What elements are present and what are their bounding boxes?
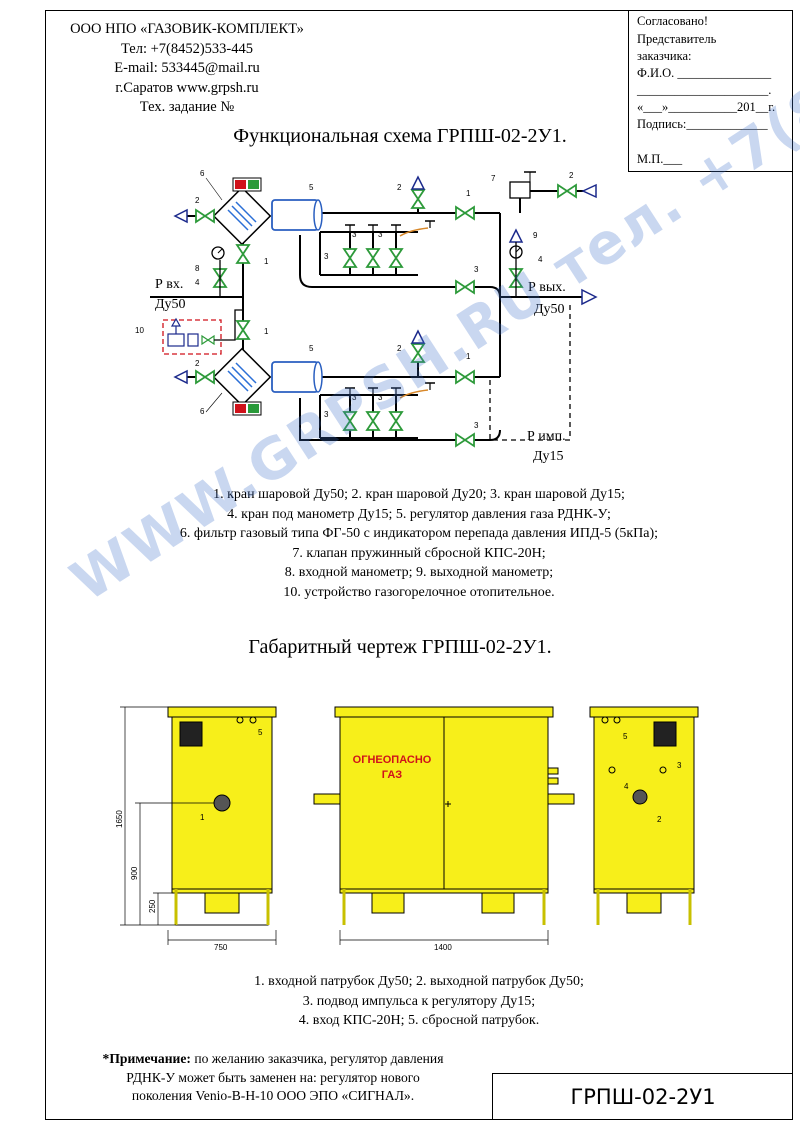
svg-text:10: 10 [135,326,144,335]
approval-mp: М.П.___ [637,152,683,166]
svg-text:3: 3 [677,761,682,770]
legend-line: 10. устройство газогорелочное отопительн… [283,584,555,600]
svg-text:2: 2 [569,171,574,180]
svg-text:3: 3 [324,410,329,419]
svg-text:3: 3 [474,421,479,430]
svg-text:3: 3 [352,230,357,239]
svg-text:3: 3 [352,393,357,402]
svg-text:6: 6 [200,169,205,178]
warning-line2: ГАЗ [382,769,402,781]
drawing-title: Габаритный чертеж ГРПШ-02-2У1. [248,636,552,658]
legend-line: 3. подвод импульса к регулятору Ду15; [302,993,536,1009]
svg-text:1: 1 [264,257,269,266]
svg-text:1: 1 [466,352,471,361]
svg-text:1: 1 [466,189,471,198]
svg-text:9: 9 [533,231,538,240]
p-imp-label: Р имп. [527,429,566,444]
svg-text:5: 5 [309,344,314,353]
regulator-top [271,199,323,231]
dim-1400: 1400 [434,943,452,952]
regulator-bottom [271,361,323,393]
svg-text:5: 5 [258,728,263,737]
legend-line: 4. вход КПС-20Н; 5. сбросной патрубок. [298,1013,540,1029]
cabinet-side-right [589,706,699,925]
note-line3: поколения Venio-В-Н-10 ООО ЭПО «СИГНАЛ». [131,1088,415,1103]
company-block: ООО НПО «ГАЗОВИК-КОМПЛЕКТ» Тел: +7(8452)… [52,20,322,118]
legend-line: 7. клапан пружинный сбросной КПС-20Н; [292,545,546,561]
note-line2: РДНК-У может быть заменен на: регулятор … [126,1069,420,1085]
svg-text:1: 1 [200,813,205,822]
legend-line: 6. фильтр газовый типа ФГ-50 с индикатор… [179,526,659,542]
approval-sign: Подпись:_____________ [637,117,768,131]
dim-250: 250 [148,899,157,913]
svg-text:3: 3 [474,265,479,274]
tech-task: Тех. задание № [139,99,235,115]
title-stamp: ГРПШ-02-2У1 [492,1073,793,1120]
scheme-callouts: 6 6 2 2 5 5 1 1 1 1 2 2 2 7 9 4 8 4 10 3… [135,169,574,430]
du50-in-label: Ду50 [155,297,186,312]
svg-text:2: 2 [397,183,402,192]
svg-text:2: 2 [397,344,402,353]
p-in-label: Р вх. [155,277,183,292]
svg-text:8: 8 [195,264,200,273]
legend-line: 8. входной манометр; 9. выходной маномет… [284,565,554,581]
dim-750: 750 [214,943,228,952]
dim-1650: 1650 [115,810,124,828]
svg-text:3: 3 [324,252,329,261]
svg-text:7: 7 [491,174,496,183]
svg-text:5: 5 [623,732,628,741]
note-block: *Примечание: по желанию заказчика, регул… [58,1050,488,1106]
svg-text:4: 4 [624,782,629,791]
svg-text:4: 4 [538,255,543,264]
drawing-sheet [45,10,793,1120]
company-email: E-mail: 533445@mail.ru [114,60,260,76]
drawing-callouts: 5 1 5 4 3 2 [200,728,682,824]
cabinet-side-left [167,706,277,926]
legend-line: 4. кран под манометр Ду15; 5. регулятор … [227,506,611,522]
warning-line1: ОГНЕОПАСНО [353,754,432,766]
legend-line: 1. входной патрубок Ду50; 2. выходной па… [254,974,584,989]
company-site: г.Саратов www.grpsh.ru [115,79,259,96]
note-line1: по желанию заказчика, регулятор давления [190,1051,444,1066]
du15-label: Ду15 [533,449,564,464]
company-name: ООО НПО «ГАЗОВИК-КОМПЛЕКТ» [70,21,304,37]
approval-block: Согласовано! Представитель заказчика: Ф.… [628,10,793,172]
dim-900: 900 [130,866,139,880]
svg-text:2: 2 [195,196,200,205]
filter-bottom [212,347,272,416]
svg-text:2: 2 [657,815,662,824]
approval-rep2: заказчика: [637,49,692,63]
svg-text:1: 1 [264,327,269,336]
approval-agreed: Согласовано! [637,14,709,28]
svg-text:3: 3 [378,393,383,402]
approval-rep1: Представитель [637,32,717,46]
approval-fio: Ф.И.О. _______________ [637,66,772,80]
svg-text:5: 5 [309,183,314,192]
scheme-legend: 1. кран шаровой Ду50; 2. кран шаровой Ду… [45,485,793,603]
legend-line: 1. кран шаровой Ду50; 2. кран шаровой Ду… [213,487,625,502]
svg-text:6: 6 [200,407,205,416]
cabinet-front [313,706,575,925]
filter-top [212,177,272,246]
p-out-label: Р вых. [528,280,566,295]
svg-text:2: 2 [195,359,200,368]
drawing-legend: 1. входной патрубок Ду50; 2. выходной па… [45,972,793,1031]
note-bold: *Примечание: [102,1051,191,1066]
approval-date: «___»___________201__г. [637,100,776,114]
svg-text:4: 4 [195,278,200,287]
approval-line: _____________________. [637,83,772,97]
scheme-title: Функциональная схема ГРПШ-02-2У1. [233,125,567,147]
du50-out-label: Ду50 [534,302,565,317]
company-phone: Тел: +7(8452)533-445 [120,40,254,57]
svg-text:3: 3 [378,230,383,239]
